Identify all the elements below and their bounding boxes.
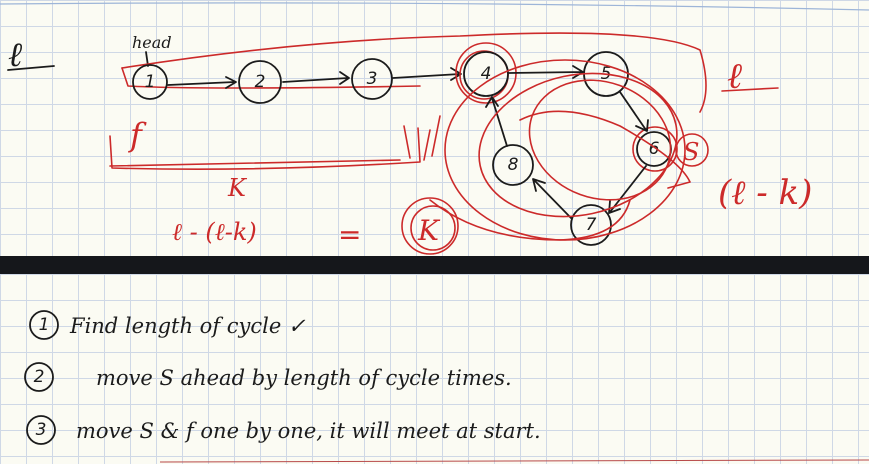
node-4-label: 4 [481,64,492,84]
equation-left: ℓ - (ℓ-k) [172,218,257,246]
step-2-circle [24,362,54,392]
step-3-text: move S & f one by one, it will meet at s… [76,419,541,443]
arrow-7-8 [532,178,572,219]
node-7: 7 [570,204,612,246]
k-bracket-strokes [109,115,441,167]
linked-list-cycle-diagram: ℓ head 1 2 3 4 [0,2,869,255]
cycle-length-underline [721,87,779,92]
node-7-label: 7 [586,215,597,235]
cycle-length-label: ℓ [727,56,742,97]
node-2: 2 [238,60,282,104]
equation-right: K [417,214,441,247]
arrow-6-7 [608,165,647,214]
step-3-number: 3 [36,420,47,440]
step-1-text: Find length of cycle ✓ [69,314,306,338]
slow-pointer-label: S [683,138,699,166]
divider-band [0,256,869,274]
k-bracket [109,127,421,170]
node-3-label: 3 [367,69,378,89]
corner-underline [7,65,55,71]
arrow-8-4 [485,96,508,147]
step-2-number: 2 [34,367,45,387]
head-label: head [132,33,172,52]
corner-mark: ℓ [8,35,22,75]
red-arc-arrow [519,110,691,189]
node-1: 1 [132,64,168,100]
slow-pointer-marker [675,133,709,167]
step-3-circle [26,415,56,445]
red-cycle-loop-2 [478,72,678,218]
notes-panel: 1 Find length of cycle ✓ 2 move S ahead … [0,274,869,464]
red-lower-arc [429,199,631,241]
step-1-circle [29,310,59,340]
step-2: 2 move S ahead by length of cycle times. [24,362,512,392]
step-2-text: move S ahead by length of cycle times. [96,366,512,390]
arrow-5-6 [619,91,649,132]
step-3: 3 move S & f one by one, it will meet at… [26,415,541,445]
diagram-panel: ℓ head 1 2 3 4 [0,0,869,256]
arrow-4-5 [508,65,584,79]
margin-line [0,2,869,11]
red-loop-bottom [121,67,421,89]
equation-eq: = [338,218,361,251]
node-4: 4 [455,42,517,104]
notes-canvas: 1 Find length of cycle ✓ 2 move S ahead … [24,310,869,463]
fast-pointer-label: f [128,116,147,154]
remaining-label: (ℓ - k) [718,173,812,213]
node-8-label: 8 [508,155,519,175]
arrow-1-2 [167,76,237,89]
red-loop-top [121,32,707,113]
node-8: 8 [492,144,534,186]
step-1: 1 Find length of cycle ✓ [29,310,306,340]
bottom-rule [159,459,869,463]
node-1-label: 1 [145,72,156,92]
node-6-label: 6 [649,139,660,159]
step-1-number: 1 [39,315,50,335]
k-label: K [227,174,248,202]
node-3: 3 [351,58,393,100]
node-2-label: 2 [255,72,266,92]
arrow-3-4 [392,67,462,81]
arrow-2-3 [282,71,350,85]
k-circled: K [401,197,459,255]
